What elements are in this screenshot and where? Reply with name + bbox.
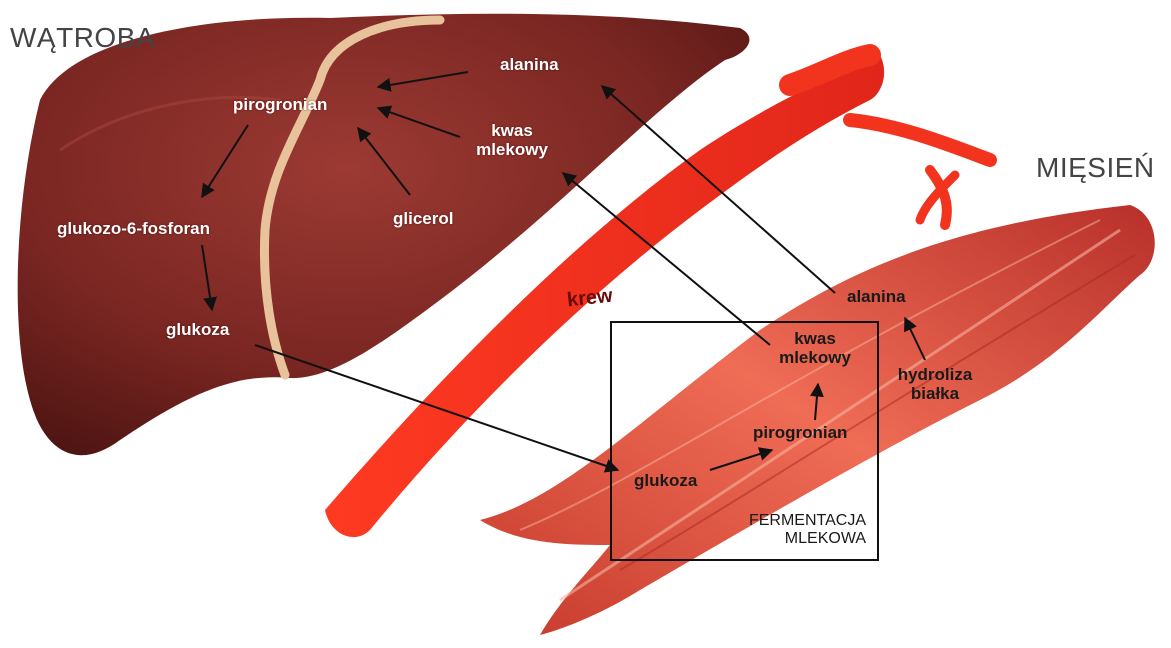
muscle-kwas-line2: mlekowy <box>760 349 870 368</box>
liver-kwas-line2: mlekowy <box>457 141 567 160</box>
fermentation-line1: FERMENTACJA <box>700 512 866 530</box>
muscle-alanina-label: alanina <box>847 288 906 307</box>
liver-glicerol-label: glicerol <box>393 210 453 229</box>
fermentation-label: FERMENTACJA MLEKOWA <box>700 512 866 547</box>
liver-g6p-label: glukozo-6-fosforan <box>57 220 210 239</box>
muscle-hydroliza-line1: hydroliza <box>880 366 990 385</box>
liver-title: WĄTROBA <box>10 22 155 54</box>
fermentation-line2: MLEKOWA <box>700 530 866 548</box>
liver-glukoza-label: glukoza <box>166 321 229 340</box>
muscle-kwas-label: kwas mlekowy <box>760 330 870 367</box>
muscle-glukoza-label: glukoza <box>634 472 697 491</box>
liver-pirogronian-label: pirogronian <box>233 96 327 115</box>
liver-alanina-label: alanina <box>500 56 559 75</box>
muscle-kwas-line1: kwas <box>760 330 870 349</box>
muscle-hydroliza-line2: białka <box>880 385 990 404</box>
liver-kwas-line1: kwas <box>457 122 567 141</box>
muscle-title: MIĘSIEŃ <box>1036 152 1155 184</box>
muscle-pirogronian-label: pirogronian <box>753 424 847 443</box>
liver-kwas-label: kwas mlekowy <box>457 122 567 159</box>
muscle-hydroliza-label: hydroliza białka <box>880 366 990 403</box>
